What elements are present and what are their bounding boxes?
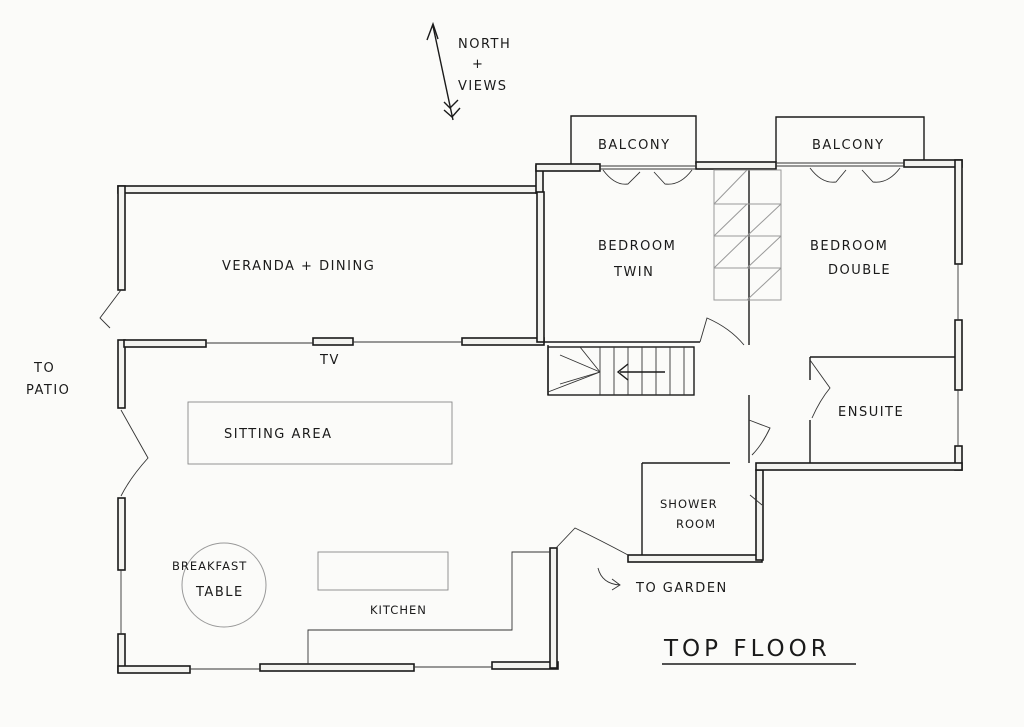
to-patio-label-2: PATIO	[26, 383, 70, 398]
to-garden-label: TO GARDEN	[635, 581, 728, 596]
kitchen-counter	[307, 551, 550, 664]
shower-room-label-1: SHOWER	[660, 497, 718, 511]
interior-doors	[99, 289, 831, 556]
north-arrow-icon	[426, 21, 461, 121]
kitchen-label: KITCHEN	[370, 603, 427, 617]
sitting-area-label: SITTING AREA	[224, 427, 333, 442]
page-title: TOP FLOOR	[663, 636, 831, 662]
compass-line-3: VIEWS	[458, 79, 508, 94]
veranda-label: VERANDA + DINING	[222, 259, 375, 274]
partitions	[544, 169, 955, 555]
stairs-upper	[713, 169, 782, 301]
stairs-lower	[547, 346, 695, 396]
to-patio-label-1: TO	[33, 361, 55, 376]
bedroom-twin-label-2: TWIN	[613, 265, 654, 280]
compass-line-1: NORTH	[458, 37, 511, 52]
breakfast-table-label-1: BREAKFAST	[172, 559, 247, 573]
breakfast-table-label-2: TABLE	[195, 585, 244, 600]
shower-room-label-2: ROOM	[676, 517, 716, 531]
balcony-right-outline	[775, 116, 925, 162]
compass-line-2: +	[472, 57, 484, 72]
balcony-left-outline	[570, 115, 697, 164]
windows	[120, 162, 959, 670]
balcony-right-label: BALCONY	[812, 138, 885, 153]
balcony-doors	[602, 167, 901, 185]
garden-arrow-icon	[597, 567, 621, 591]
walls	[117, 159, 963, 674]
sitting-area-outline	[187, 401, 453, 465]
balcony-left-label: BALCONY	[598, 138, 671, 153]
kitchen-island-outline	[317, 551, 449, 591]
breakfast-table-outline	[181, 542, 267, 628]
ensuite-label: ENSUITE	[838, 405, 904, 420]
bedroom-twin-label-1: BEDROOM	[598, 239, 676, 254]
bedroom-double-label-1: BEDROOM	[810, 239, 888, 254]
tv-label: TV	[319, 353, 340, 368]
bedroom-double-label-2: DOUBLE	[828, 263, 891, 278]
